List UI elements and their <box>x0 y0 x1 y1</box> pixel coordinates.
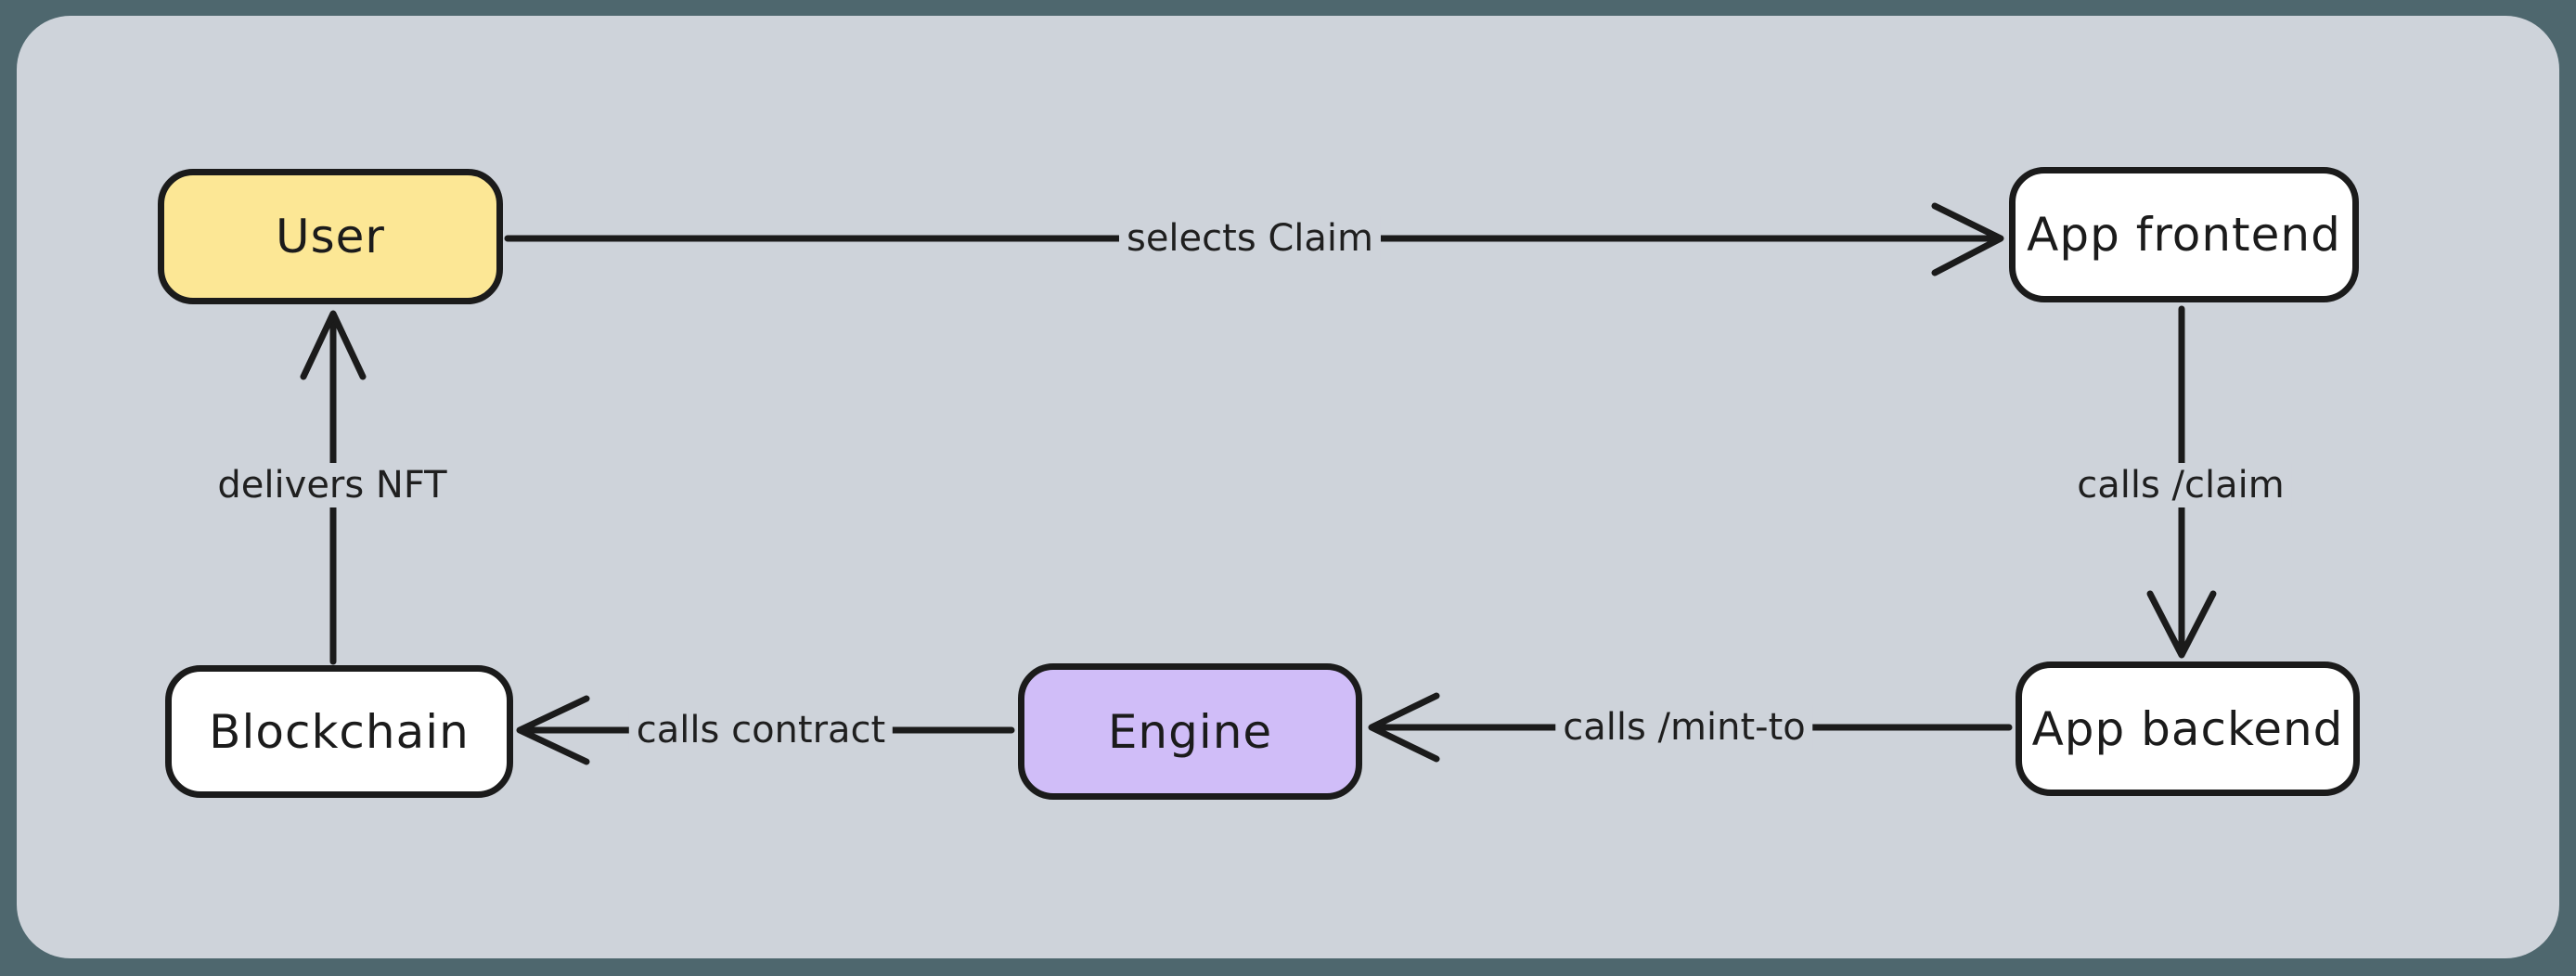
node-app-backend[interactable]: App backend <box>2016 661 2360 796</box>
edge-label-calls-claim: calls /claim <box>2069 463 2292 507</box>
node-blockchain[interactable]: Blockchain <box>165 665 513 798</box>
edge-label-selects-claim: selects Claim <box>1118 216 1382 261</box>
node-engine[interactable]: Engine <box>1018 663 1362 800</box>
node-blockchain-label: Blockchain <box>209 704 470 759</box>
edge-label-calls-contract: calls contract <box>628 708 894 752</box>
edge-label-delivers-nft: delivers NFT <box>210 463 455 507</box>
edge-label-calls-mint-to: calls /mint-to <box>1555 705 1813 750</box>
node-user[interactable]: User <box>158 169 503 304</box>
node-app-frontend[interactable]: App frontend <box>2009 167 2359 302</box>
node-app-backend-label: App backend <box>2031 701 2344 756</box>
node-user-label: User <box>276 210 385 263</box>
node-app-frontend-label: App frontend <box>2027 208 2341 262</box>
node-engine-label: Engine <box>1107 704 1273 759</box>
